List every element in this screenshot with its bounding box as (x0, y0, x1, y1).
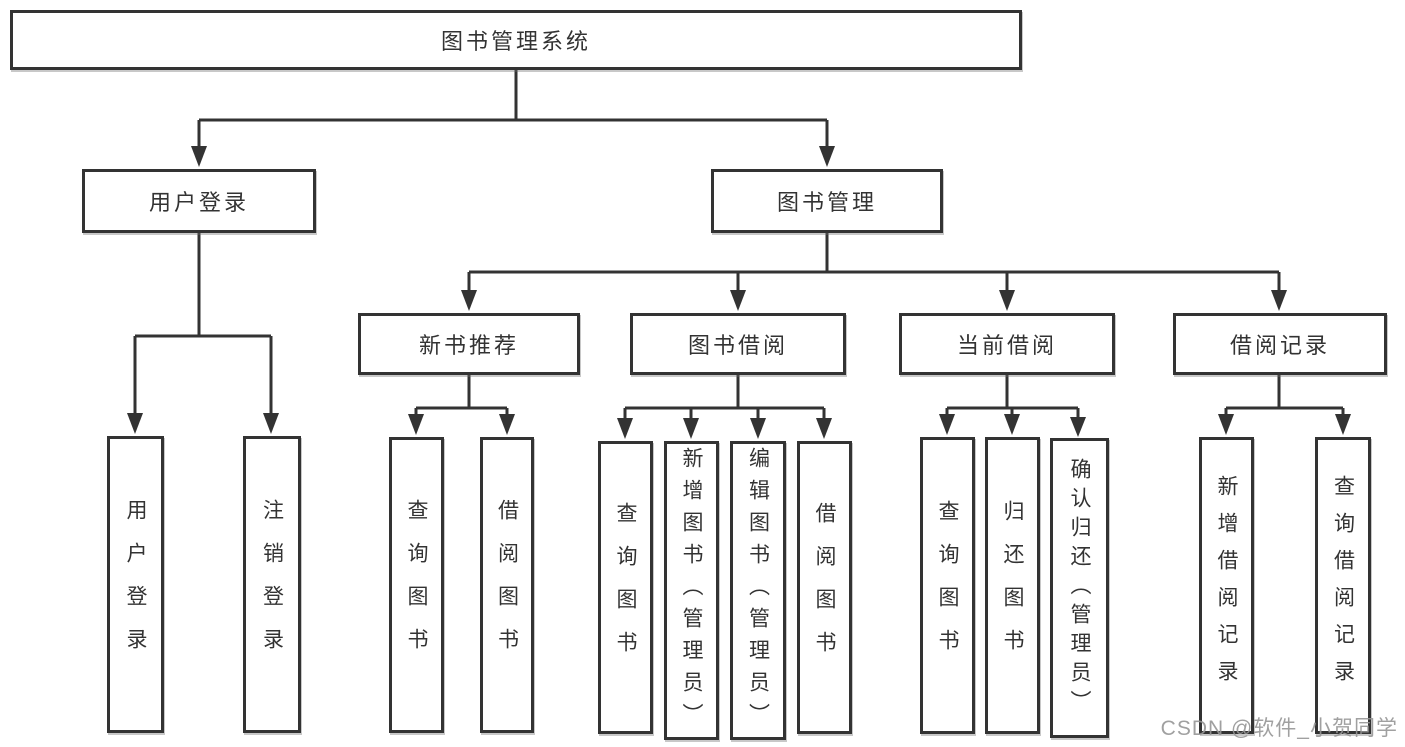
csdn-watermark: CSDN @软件_小贺同学 (1160, 717, 1398, 740)
leaf-query-borrow-record: 查询借阅记录 (1315, 437, 1371, 734)
leaf-query-books-recommend: 查询图书 (389, 437, 444, 733)
node-library-management-system: 图书管理系统 (10, 10, 1022, 70)
leaf-user-login: 用户登录 (107, 436, 164, 733)
leaf-logout: 注销登录 (243, 436, 301, 733)
leaf-query-books-current: 查询图书 (920, 437, 975, 734)
node-book-borrowing: 图书借阅 (630, 313, 846, 375)
leaf-add-book-admin: 新增图书（管理员） (664, 441, 719, 740)
node-book-management: 图书管理 (711, 169, 943, 233)
leaf-edit-book-admin: 编辑图书（管理员） (730, 441, 786, 740)
leaf-borrow-books-recommend: 借阅图书 (480, 437, 534, 733)
node-user-login: 用户登录 (82, 169, 316, 233)
arrowhead-icons (127, 146, 1351, 439)
leaf-return-books: 归还图书 (985, 437, 1040, 734)
node-borrowing-records: 借阅记录 (1173, 313, 1387, 375)
leaf-query-books-borrowing: 查询图书 (598, 441, 653, 734)
leaf-confirm-return-admin: 确认归还（管理员） (1050, 438, 1109, 738)
leaf-add-borrow-record: 新增借阅记录 (1199, 437, 1254, 734)
node-current-borrowing: 当前借阅 (899, 313, 1115, 375)
leaf-borrow-books-borrowing: 借阅图书 (797, 441, 852, 734)
node-new-book-recommend: 新书推荐 (358, 313, 580, 375)
